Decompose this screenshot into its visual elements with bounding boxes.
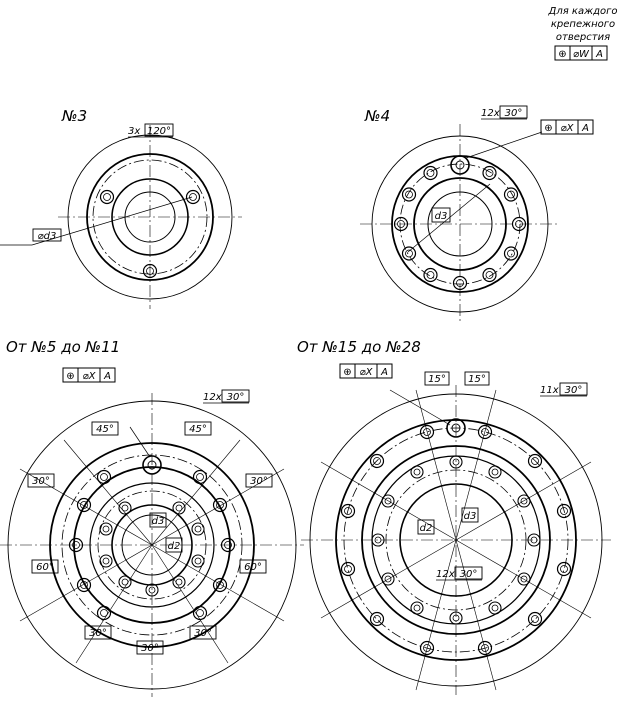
flange-n5-n11-outer-holes [68, 455, 236, 621]
flange-n4-diameter-label: d3 [435, 211, 448, 222]
flange-n15-n28-frame-tolerance: ⌀X [360, 367, 374, 378]
flange-n5-n11-inner-holes [99, 501, 205, 597]
note-line-3: отверстия [556, 32, 610, 43]
flange-n5-n11-frame-tolerance: ⌀X [83, 371, 97, 382]
note-position-frame: ⊕ ⌀W A [554, 45, 608, 61]
flange-n5-n11-frame-datum: A [103, 371, 111, 382]
flange-n3-holes [99, 189, 201, 279]
note-line-1: Для каждого [548, 6, 618, 17]
angle-box: 30° [32, 476, 50, 487]
flange-n3: №3 3x 120° ⌀d3 [0, 107, 242, 309]
flange-n5-n11-label: От №5 до №11 [6, 338, 120, 356]
flange-n4-frame-tolerance: ⌀X [561, 123, 575, 134]
note-line-2: крепежного [551, 19, 615, 30]
flange-n5-n11-position-frame: ⊕ ⌀X A [62, 367, 116, 383]
flange-n15-n28-pitch-count: 11x [540, 385, 559, 396]
general-note: Для каждого крепежного отверстия ⊕ ⌀W A [548, 6, 618, 61]
angle-box: 30° [141, 643, 159, 654]
flange-n5-n11-pitch-count: 12x [203, 392, 222, 403]
flange-n15-n28-outer-holes [340, 418, 572, 656]
angle-box: 30° [89, 628, 107, 639]
flange-n15-n28-pitch-angle: 30° [565, 385, 583, 396]
flange-n15-n28: От №15 до №28 [297, 338, 611, 695]
flange-n15-n28-diameter-d3: d3 [464, 511, 477, 522]
flange-n15-n28-position-frame: ⊕ ⌀X A [339, 363, 393, 379]
note-frame-tolerance: ⌀W [573, 49, 590, 60]
flange-n4: №4 [360, 105, 594, 324]
flange-n5-n11-diameter-d3: d3 [152, 516, 165, 527]
flange-n4-frame-datum: A [581, 123, 589, 134]
angle-box: 45° [189, 424, 207, 435]
flange-n4-pitch-count: 12x [481, 108, 500, 119]
angle-box: 45° [96, 424, 114, 435]
angle-box: 15° [468, 374, 486, 385]
flange-n5-n11-pitch-angle: 30° [227, 392, 245, 403]
position-symbol-icon: ⊕ [544, 123, 552, 134]
flange-n15-n28-angle-boxes: 15° 15° [424, 371, 490, 386]
flange-n15-n28-inner-pitch-angle: 30° [460, 569, 478, 580]
position-symbol-icon: ⊕ [343, 367, 351, 378]
flange-n3-label: №3 [61, 107, 87, 125]
angle-box: 60° [244, 562, 262, 573]
position-symbol-icon: ⊕ [558, 49, 566, 60]
flange-n15-n28-label: От №15 до №28 [297, 338, 421, 356]
flange-n5-n11: От №5 до №11 [0, 338, 304, 697]
note-frame-datum: A [595, 49, 603, 60]
flange-n4-position-frame: ⊕ ⌀X A [540, 119, 594, 135]
angle-box: 30° [250, 476, 268, 487]
flange-n5-n11-diameter-d2: d2 [168, 541, 181, 552]
angle-box: 30° [194, 628, 212, 639]
flange-n15-n28-diameter-d2: d2 [420, 523, 433, 534]
flange-n3-diameter-label: ⌀d3 [38, 231, 57, 242]
flange-n4-label: №4 [364, 107, 390, 125]
flange-n15-n28-frame-datum: A [380, 367, 388, 378]
angle-box: 60° [36, 562, 54, 573]
flange-n4-pitch-angle: 30° [505, 108, 523, 119]
flange-n3-pitch-angle: 120° [147, 126, 171, 137]
angle-box: 15° [428, 374, 446, 385]
flange-n15-n28-inner-holes [371, 455, 541, 625]
position-symbol-icon: ⊕ [66, 371, 74, 382]
flange-n5-n11-angle-boxes: 45° 45° 30° 30° 60° 60° 30° 30° 30° [27, 421, 273, 655]
flange-n4-holes [393, 155, 527, 291]
flange-n15-n28-inner-pitch-count: 12x [436, 569, 455, 580]
flange-n3-pitch-count: 3x [128, 126, 140, 137]
